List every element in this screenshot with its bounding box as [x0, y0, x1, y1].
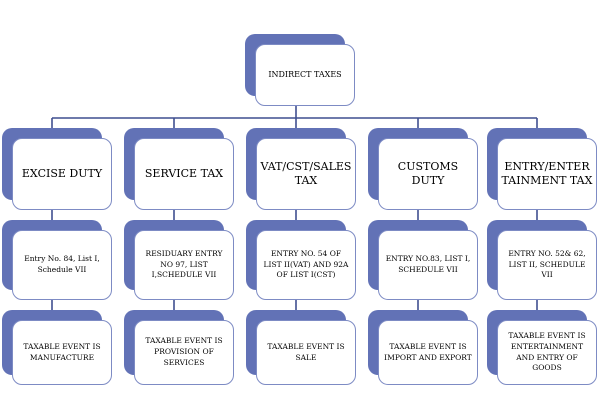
- tax-label: CUSTOMS DUTY: [378, 138, 478, 210]
- entry-node-vat-cst-sales-tax: ENTRY NO. 54 OF LIST II(VAT) AND 92A OF …: [246, 220, 356, 300]
- entry-label: Entry No. 84, List I, Schedule VII: [12, 230, 112, 300]
- event-label: TAXABLE EVENT IS ENTERTAINMENT AND ENTRY…: [497, 320, 597, 385]
- entry-label: ENTRY NO.83, LIST I, SCHEDULE VII: [378, 230, 478, 300]
- entry-node-excise-duty: Entry No. 84, List I, Schedule VII: [2, 220, 112, 300]
- entry-label: ENTRY NO. 52& 62, LIST II, SCHEDULE VII: [497, 230, 597, 300]
- entry-node-entry-entertainment-tax: ENTRY NO. 52& 62, LIST II, SCHEDULE VII: [487, 220, 597, 300]
- entry-label: RESIDUARY ENTRY NO 97, LIST I,SCHEDULE V…: [134, 230, 234, 300]
- tax-label: SERVICE TAX: [134, 138, 234, 210]
- tax-label: EXCISE DUTY: [12, 138, 112, 210]
- event-node-service-tax: TAXABLE EVENT IS PROVISION OF SERVICES: [124, 310, 234, 385]
- tax-node-entry-entertainment-tax: ENTRY/ENTERTAINMENT TAX: [487, 128, 597, 210]
- entry-node-customs-duty: ENTRY NO.83, LIST I, SCHEDULE VII: [368, 220, 478, 300]
- event-label: TAXABLE EVENT IS IMPORT AND EXPORT: [378, 320, 478, 385]
- event-node-vat-cst-sales-tax: TAXABLE EVENT IS SALE: [246, 310, 356, 385]
- event-label: TAXABLE EVENT IS SALE: [256, 320, 356, 385]
- event-node-entry-entertainment-tax: TAXABLE EVENT IS ENTERTAINMENT AND ENTRY…: [487, 310, 597, 385]
- root-label: INDIRECT TAXES: [255, 44, 355, 106]
- root-node: INDIRECT TAXES: [245, 34, 355, 106]
- tax-node-service-tax: SERVICE TAX: [124, 128, 234, 210]
- event-label: TAXABLE EVENT IS PROVISION OF SERVICES: [134, 320, 234, 385]
- tax-label: VAT/CST/SALES TAX: [256, 138, 356, 210]
- event-node-customs-duty: TAXABLE EVENT IS IMPORT AND EXPORT: [368, 310, 478, 385]
- tax-node-customs-duty: CUSTOMS DUTY: [368, 128, 478, 210]
- tax-label: ENTRY/ENTERTAINMENT TAX: [497, 138, 597, 210]
- tax-node-vat-cst-sales-tax: VAT/CST/SALES TAX: [246, 128, 356, 210]
- entry-node-service-tax: RESIDUARY ENTRY NO 97, LIST I,SCHEDULE V…: [124, 220, 234, 300]
- entry-label: ENTRY NO. 54 OF LIST II(VAT) AND 92A OF …: [256, 230, 356, 300]
- event-node-excise-duty: TAXABLE EVENT IS MANUFACTURE: [2, 310, 112, 385]
- tax-node-excise-duty: EXCISE DUTY: [2, 128, 112, 210]
- event-label: TAXABLE EVENT IS MANUFACTURE: [12, 320, 112, 385]
